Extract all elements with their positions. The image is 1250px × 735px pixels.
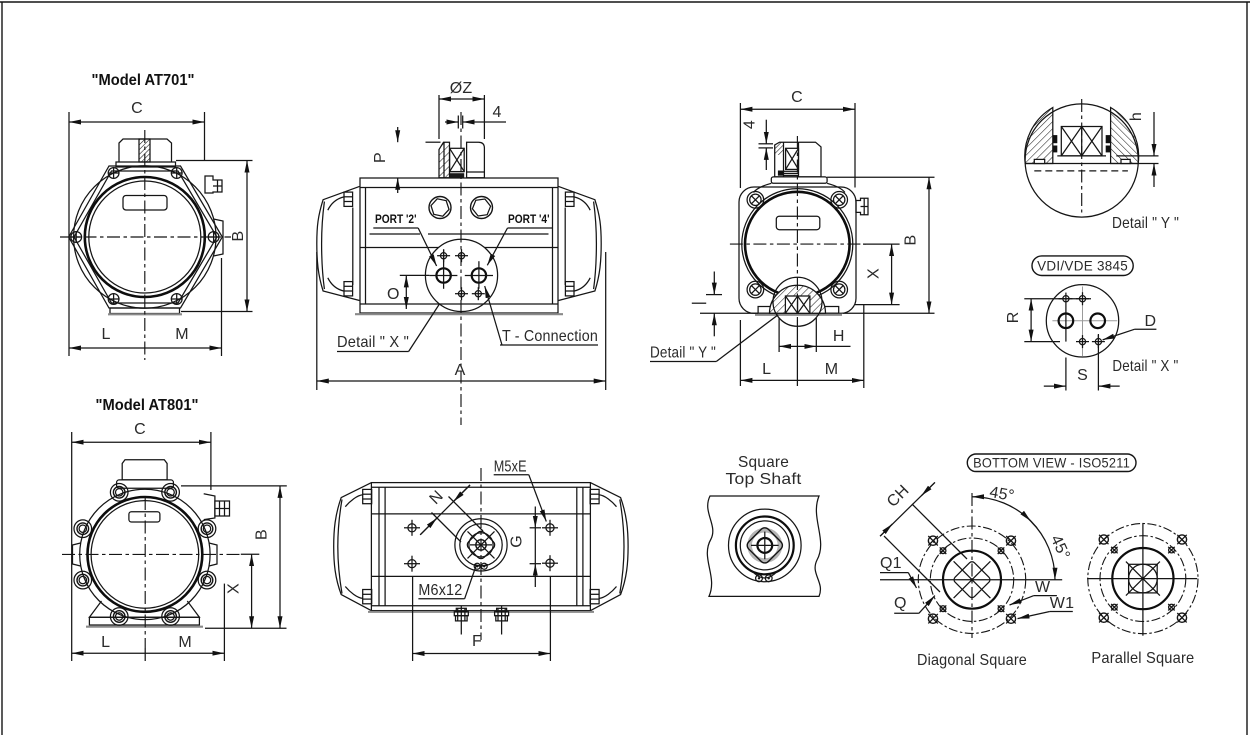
svg-text:Detail " Y ": Detail " Y "	[1112, 215, 1179, 232]
svg-text:Q: Q	[894, 595, 907, 612]
svg-text:L: L	[101, 326, 110, 343]
svg-text:G: G	[508, 535, 525, 548]
svg-text:"Model AT801": "Model AT801"	[96, 397, 199, 414]
svg-text:Q1: Q1	[880, 555, 902, 572]
svg-text:Square: Square	[738, 454, 789, 471]
svg-text:L: L	[101, 634, 110, 651]
svg-text:PORT '2': PORT '2'	[375, 214, 417, 226]
svg-text:Parallel Square: Parallel Square	[1091, 650, 1194, 667]
svg-text:W: W	[1035, 579, 1051, 596]
svg-text:h: h	[1128, 112, 1145, 121]
svg-text:ØZ: ØZ	[450, 80, 473, 97]
svg-text:X: X	[226, 583, 243, 594]
svg-text:Diagonal Square: Diagonal Square	[917, 652, 1027, 669]
svg-text:S: S	[1077, 367, 1088, 384]
svg-text:D: D	[1145, 313, 1157, 330]
svg-text:P: P	[372, 152, 389, 163]
svg-text:M6x12: M6x12	[418, 582, 462, 599]
svg-text:Detail " X ": Detail " X "	[337, 334, 409, 351]
svg-text:PORT '4': PORT '4'	[508, 214, 550, 226]
svg-text:A: A	[455, 362, 466, 379]
svg-text:W1: W1	[1050, 595, 1074, 612]
svg-text:Detail " X ": Detail " X "	[1112, 358, 1178, 375]
svg-text:VDI/VDE 3845: VDI/VDE 3845	[1037, 258, 1128, 274]
svg-text:C: C	[134, 421, 146, 438]
svg-text:M: M	[825, 361, 839, 378]
svg-text:L: L	[762, 361, 771, 378]
svg-text:B: B	[903, 235, 920, 246]
svg-text:Top Shaft: Top Shaft	[726, 471, 802, 488]
svg-text:M: M	[175, 326, 189, 343]
svg-text:M5xE: M5xE	[494, 459, 527, 476]
svg-text:45°: 45°	[988, 484, 1015, 505]
svg-text:C: C	[791, 89, 803, 106]
svg-text:"Model AT701": "Model AT701"	[92, 72, 195, 89]
svg-text:T - Connection: T - Connection	[502, 328, 598, 345]
svg-text:F: F	[472, 633, 482, 650]
svg-text:4: 4	[492, 104, 501, 121]
svg-text:R: R	[1005, 311, 1022, 323]
svg-text:M: M	[178, 634, 192, 651]
svg-text:X: X	[866, 268, 883, 279]
svg-text:BOTTOM VIEW - ISO5211: BOTTOM VIEW - ISO5211	[973, 455, 1130, 471]
svg-text:H: H	[833, 328, 845, 345]
svg-text:B: B	[230, 231, 247, 242]
svg-text:Detail " Y ": Detail " Y "	[650, 345, 716, 362]
svg-text:B: B	[254, 529, 271, 540]
svg-text:4: 4	[742, 120, 759, 129]
svg-text:O: O	[387, 286, 400, 303]
svg-text:C: C	[131, 100, 143, 117]
